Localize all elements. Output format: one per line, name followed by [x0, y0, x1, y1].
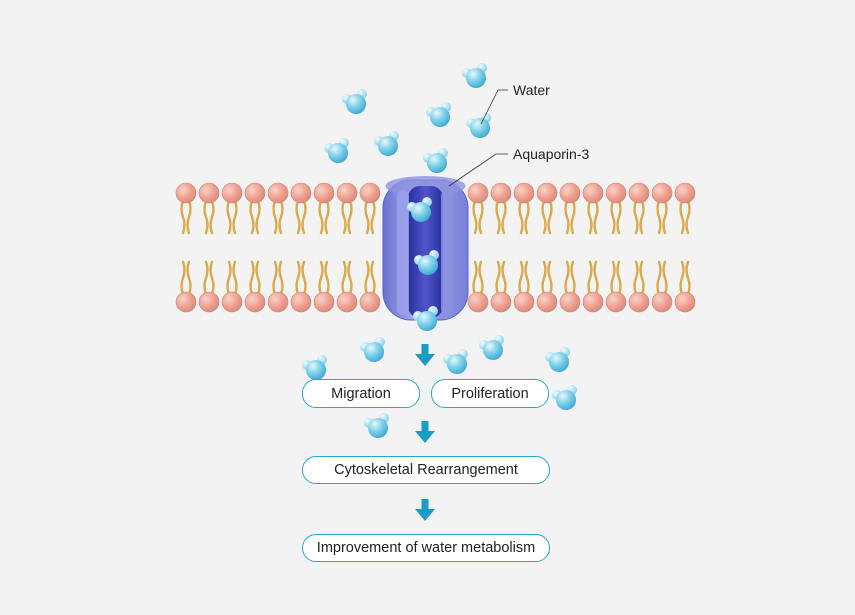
water-molecule-icon — [342, 89, 367, 114]
water-molecule-icon — [374, 131, 399, 156]
water-molecule-icon — [466, 113, 491, 138]
aquaporin-label: Aquaporin-3 — [513, 146, 590, 162]
water-molecule-icon — [479, 335, 504, 360]
water-molecule-icon — [423, 148, 448, 173]
callout-lines — [448, 89, 508, 187]
water-molecule-icon — [426, 102, 451, 127]
migration-box: Migration — [302, 379, 420, 408]
down-arrow-icon — [415, 344, 435, 366]
water-molecule-icon — [552, 385, 577, 410]
water-molecule-icon — [324, 138, 349, 163]
improvement-box: Improvement of water metabolism — [302, 534, 550, 562]
water-molecule-icon — [302, 355, 327, 380]
cytoskeletal-box: Cytoskeletal Rearrangement — [302, 456, 550, 484]
water-molecule-icon — [360, 337, 385, 362]
water-molecule-icon — [545, 347, 570, 372]
water-molecule-icon — [462, 63, 487, 88]
flow-arrows — [415, 344, 435, 521]
water-molecule-icon — [443, 349, 468, 374]
down-arrow-icon — [415, 499, 435, 521]
water-label: Water — [513, 82, 550, 98]
water-molecule-icon — [364, 413, 389, 438]
down-arrow-icon — [415, 421, 435, 443]
proliferation-box: Proliferation — [431, 379, 549, 408]
